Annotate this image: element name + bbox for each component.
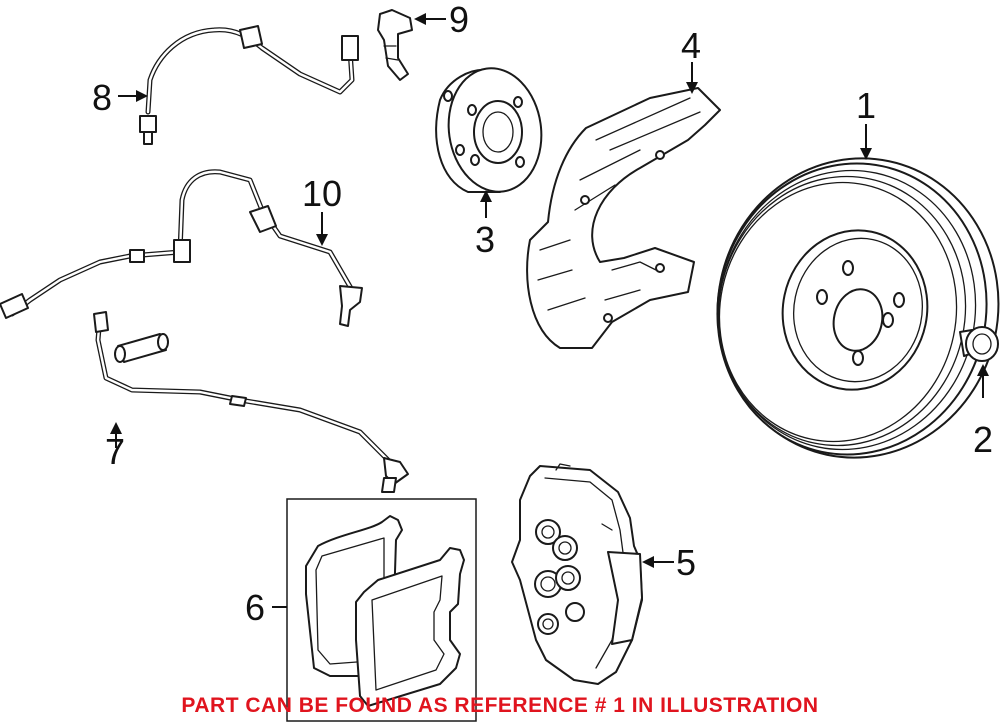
brake-caliper[interactable]	[511, 463, 643, 685]
callout-9: 9	[449, 0, 469, 40]
callout-8: 8	[92, 77, 112, 118]
callout-2: 2	[973, 419, 993, 460]
brake-splash-shield[interactable]	[526, 87, 721, 349]
rotor-screw[interactable]	[959, 326, 999, 362]
callout-1: 1	[856, 85, 876, 126]
brake-hose[interactable]	[139, 25, 359, 145]
callout-7: 7	[105, 431, 125, 472]
abs-wheel-speed-sensor[interactable]	[0, 169, 363, 327]
hose-bracket[interactable]	[377, 9, 413, 81]
callout-3: 3	[475, 219, 495, 260]
callout-4: 4	[681, 25, 701, 66]
callout-5: 5	[676, 542, 696, 583]
callout-arrows	[110, 13, 989, 608]
brake-pad-wear-sensor[interactable]	[93, 311, 409, 493]
brake-pad-set[interactable]	[286, 498, 477, 722]
callout-6: 6	[245, 587, 265, 628]
brake-rotor[interactable]	[690, 132, 1000, 484]
callout-10: 10	[302, 173, 342, 214]
reference-footnote: PART CAN BE FOUND AS REFERENCE # 1 IN IL…	[181, 694, 819, 717]
wheel-hub-bearing[interactable]	[435, 62, 549, 198]
